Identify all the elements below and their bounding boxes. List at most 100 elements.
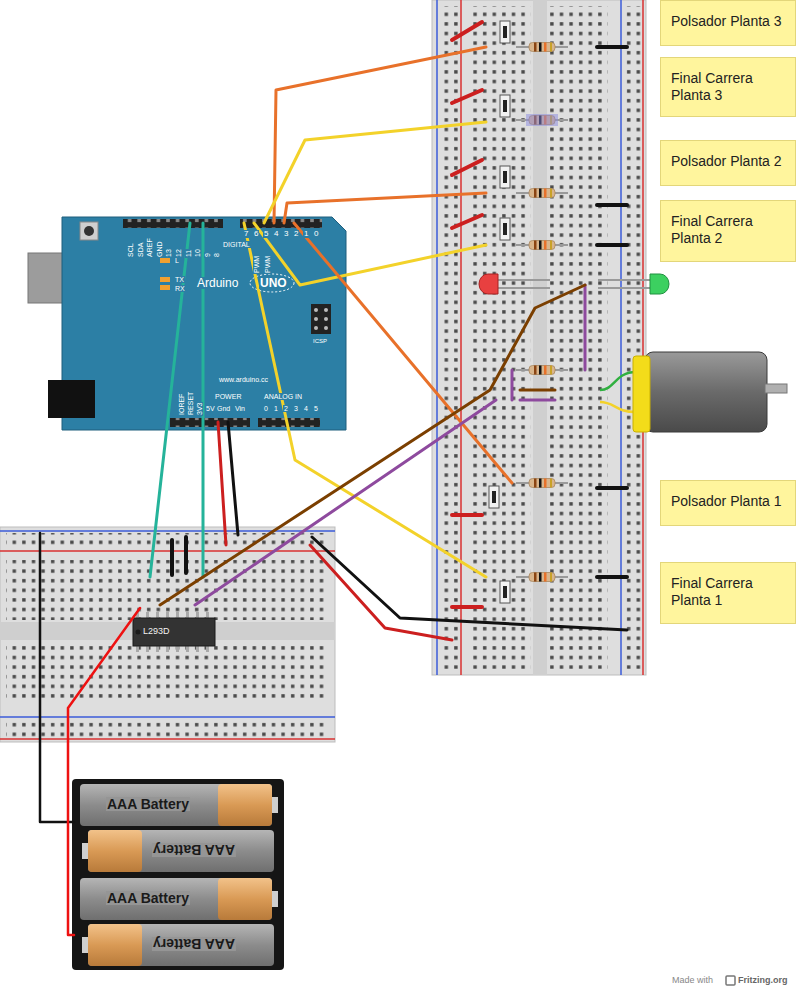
pin-label: 4 [303,405,309,412]
pin-label: Gnd [216,405,231,412]
battery-pack [218,784,272,826]
pin-label: GND [156,240,163,258]
pin-label: PWM [253,255,260,274]
sticky-note: Final Carrera Planta 2 [660,200,796,262]
sticky-note: Polsador Planta 1 [660,480,796,526]
resistors [526,114,558,126]
pin-label: ICSP [312,338,328,344]
led-pair [496,279,550,281]
jumper-wires [511,370,514,400]
pin-label: 8 [213,252,220,258]
led-pair [598,287,652,289]
pin-label: RESET [187,391,194,416]
chip-label: L293D [142,627,171,636]
arduino-uno-board [84,226,94,236]
led-pair [496,287,550,289]
jumper-wires [274,47,486,223]
jumper-wires [597,243,627,247]
breadboard-vertical [432,0,646,675]
watermark: Made with [671,976,714,985]
jumper-wires [150,223,190,577]
pin-label: 3 [293,405,299,412]
battery-pack [88,924,274,966]
jumper-wires [452,90,482,103]
note-text: Final Carrera Planta 3 [671,70,787,104]
dc-motor [645,352,767,432]
breadboard-horizontal [6,642,329,702]
arduino-uno-board [324,317,328,321]
arduino-uno-board [160,285,170,290]
breadboard-vertical [473,6,531,669]
breadboard-vertical [550,6,608,669]
dc-motor [633,356,650,432]
pin-label: SDA [137,242,144,258]
jumper-wires [310,545,452,640]
arduino-uno-board [314,317,318,321]
breadboard-horizontal [0,530,335,532]
pin-label: www.arduino.cc [218,376,269,383]
breadboard-horizontal [0,550,335,552]
pin-label: SCL [127,242,134,258]
arduino-uno-board [160,277,170,282]
breadboard-horizontal [6,719,329,737]
pin-label: 0 [313,230,319,238]
battery-pack [82,843,88,859]
fritzing-logo [726,976,735,985]
pin-label: ANALOG IN [263,393,303,400]
jumper-wires [264,122,486,223]
breadboard-horizontal [0,716,335,718]
pin-label: 4 [273,230,279,238]
breadboard-vertical [642,0,644,675]
l293d-chip [136,630,141,635]
sticky-note: Polsador Planta 3 [660,0,796,46]
pin-label: 5 [313,405,319,412]
pin-label: 5V [205,405,216,412]
pushbuttons [500,95,510,117]
battery-pack [72,779,284,970]
pushbuttons [500,21,510,43]
arduino-uno-board [314,308,318,312]
note-text: Polsador Planta 3 [671,13,787,30]
pin-label: RX [174,285,186,292]
breadboard-horizontal [0,738,335,740]
battery-pack [88,830,142,872]
pin-label: 11 [185,249,192,258]
sticky-note: Final Carrera Planta 1 [660,562,796,624]
pin-label: Vin [234,405,246,412]
pin-label: 3V3 [196,402,203,416]
pin-label: 13 [165,248,172,258]
battery-pack [80,784,272,826]
sticky-note: Final Carrera Planta 3 [660,57,796,117]
breadboard-vertical [624,6,642,669]
jumper-wires [597,575,627,579]
jumper-wires [452,605,482,609]
pin-label: 5 [263,230,269,238]
jumper-wires [68,608,140,935]
arduino-uno-board [80,222,98,240]
pin-label: PWM [264,255,271,274]
breadboard-horizontal [6,560,329,620]
arduino-uno-board [324,326,328,330]
jumper-wires [597,45,627,49]
note-text: Polsador Planta 1 [671,493,787,510]
arduino-uno-board [170,418,250,427]
pushbuttons [500,218,510,240]
jumper-wires [452,215,482,228]
jumper-wires [452,160,482,175]
jumper-wires [584,285,587,370]
battery-label: AAA Battery [152,937,236,951]
jumper-wires [284,193,486,223]
arduino-uno-board [240,219,322,228]
breadboard-vertical [436,0,438,675]
pin-label: UNO [259,277,288,289]
battery-pack [88,924,142,966]
pin-label: IOREF [178,393,185,416]
pin-label: 7 [243,230,249,238]
note-text: Polsador Planta 2 [671,153,787,170]
watermark: Fritzing.org [737,976,789,985]
breadboard-vertical [620,0,622,675]
jumper-wires [160,285,585,605]
jumper-wires [170,540,174,575]
resistors [516,189,568,198]
